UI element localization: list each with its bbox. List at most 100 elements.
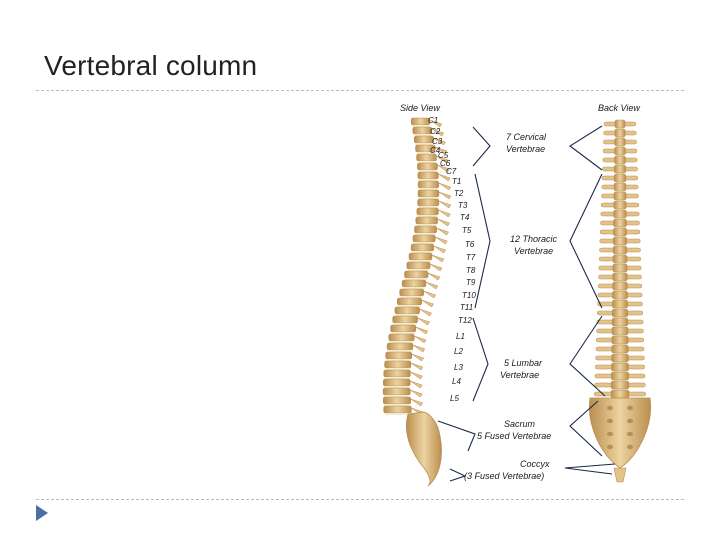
sacrum-bracket-left — [437, 420, 476, 452]
sacral-foramen — [607, 444, 613, 450]
level-label: C7 — [446, 167, 457, 176]
side-vertebra — [417, 162, 438, 171]
coccyx-bracket-left — [449, 468, 467, 482]
side-disc — [405, 278, 428, 280]
sacral-foramen — [607, 405, 613, 411]
group-brackets — [437, 125, 616, 482]
lumbar-bracket-right — [569, 315, 606, 397]
side-vertebra — [382, 396, 412, 405]
side-disc — [417, 215, 438, 217]
side-spinous-process — [438, 173, 451, 182]
side-vertebra — [414, 225, 437, 234]
back-vertebra — [611, 353, 629, 363]
side-disc — [395, 314, 419, 316]
side-disc — [384, 404, 410, 406]
back-vertebra — [612, 263, 628, 273]
side-spinous-process — [431, 128, 445, 137]
thoracic-bracket-right — [569, 173, 603, 309]
back-vertebra — [614, 128, 626, 138]
side-vertebra — [385, 351, 413, 360]
side-disc — [419, 188, 438, 190]
side-disc — [407, 269, 430, 271]
side-spinous-process — [431, 254, 445, 263]
cervical-bracket-right — [569, 125, 603, 171]
side-vertebra — [392, 315, 418, 324]
lumbar-label-line2: Vertebrae — [500, 370, 539, 380]
level-label: C6 — [440, 159, 451, 168]
title-divider — [36, 90, 684, 91]
level-label: T5 — [462, 226, 472, 235]
back-vertebra — [613, 236, 627, 246]
level-label: C4 — [430, 146, 441, 155]
vertebra-level-labels: C1C2C3C4C5C6C7T1T2T3T4T5T6T7T8T9T10T11T1… — [428, 116, 476, 403]
back-vertebra — [612, 245, 628, 255]
side-disc — [384, 377, 410, 379]
side-vertebra — [412, 126, 433, 135]
side-spinous-process — [427, 272, 441, 281]
side-spinous-process — [421, 299, 435, 308]
side-spinous-process — [425, 281, 439, 290]
thoracic-bracket-left — [474, 173, 491, 309]
side-vertebra — [386, 342, 414, 351]
side-disc — [416, 152, 435, 154]
side-spinous-process — [429, 263, 443, 272]
side-disc — [418, 206, 438, 208]
side-disc — [413, 134, 431, 136]
side-spinous-process — [434, 146, 448, 155]
back-vertebra — [611, 344, 629, 354]
side-disc — [400, 296, 423, 298]
back-vertebra — [612, 290, 628, 300]
cervical-label-line2: Vertebrae — [506, 144, 545, 154]
level-label: L1 — [456, 332, 465, 341]
sacral-foramen — [627, 405, 633, 411]
sacrum-bracket-right — [569, 400, 603, 457]
side-vertebra — [417, 180, 440, 189]
side-disc — [415, 143, 433, 145]
level-label: T3 — [458, 201, 468, 210]
level-label: C2 — [430, 127, 441, 136]
side-spinous-process — [412, 344, 426, 353]
level-label: T7 — [466, 253, 476, 262]
side-spinous-process — [429, 119, 443, 128]
back-vertebra — [610, 389, 630, 399]
side-vertebra — [416, 207, 439, 216]
back-vertebra — [614, 119, 626, 129]
thoracic-label-line1: 12 Thoracic — [510, 234, 558, 244]
side-spinous-process — [438, 200, 452, 209]
side-vertebra — [410, 243, 435, 252]
side-spinous-process — [438, 191, 452, 200]
side-spinous-process — [415, 326, 429, 335]
side-disc — [384, 386, 410, 388]
side-disc — [416, 224, 437, 226]
side-spinous-process — [436, 227, 450, 236]
side-vertebra — [417, 198, 440, 207]
footer-divider — [36, 499, 684, 500]
level-label: C3 — [432, 137, 443, 146]
side-spinous-process — [435, 236, 448, 245]
side-disc — [393, 323, 417, 325]
side-disc — [389, 341, 414, 343]
level-label: T2 — [454, 189, 464, 198]
side-vertebra — [415, 216, 438, 225]
back-vertebra — [612, 272, 628, 282]
side-disc — [418, 170, 437, 172]
side-disc — [413, 242, 435, 244]
side-spinous-process — [433, 245, 447, 254]
side-spinous-process — [414, 335, 427, 344]
back-vertebra — [614, 137, 626, 147]
side-spinous-process — [437, 218, 451, 227]
level-label: T8 — [466, 266, 476, 275]
side-spinous-process — [417, 317, 431, 326]
side-disc — [386, 359, 411, 361]
back-vertebra — [613, 227, 627, 237]
back-vertebra — [612, 299, 628, 309]
bullet-arrow-icon — [36, 505, 48, 521]
sacrum-label-line1: Sacrum — [504, 419, 536, 429]
side-vertebra — [406, 261, 431, 270]
side-disc — [403, 287, 425, 289]
side-sacrum — [406, 411, 442, 487]
side-vertebra — [394, 306, 420, 315]
level-label: L3 — [454, 363, 463, 372]
side-vertebra — [412, 234, 436, 243]
side-spinous-process — [438, 209, 451, 218]
